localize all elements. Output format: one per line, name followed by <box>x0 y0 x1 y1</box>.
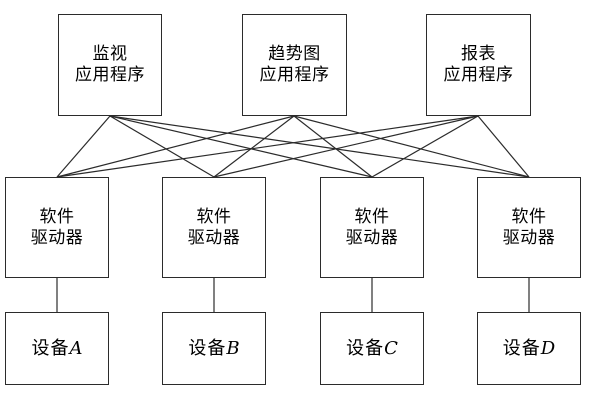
link-app-trend-anchor-to-driver-d-anchor <box>293 115 530 178</box>
device-c-label: 设备C <box>346 338 398 360</box>
link-app-monitor-anchor-to-driver-d-anchor <box>109 115 530 178</box>
driver-b-line2: 驱动器 <box>187 227 241 248</box>
driver-d-line1: 软件 <box>511 206 547 227</box>
app-box-monitor[interactable]: 监视 应用程序 <box>58 14 162 116</box>
driver-d-line2: 驱动器 <box>502 227 556 248</box>
link-app-trend-anchor-to-driver-a-anchor <box>56 115 295 178</box>
driver-box-b[interactable]: 软件 驱动器 <box>162 177 266 278</box>
device-d-text: 设备 <box>502 337 541 359</box>
app-driver-link-group <box>56 115 530 178</box>
device-a-label: 设备A <box>32 338 83 360</box>
driver-device-link-group <box>56 278 530 312</box>
link-app-monitor-anchor-to-driver-a-anchor <box>56 115 111 178</box>
device-a-id: A <box>69 337 83 359</box>
link-app-trend-anchor-to-driver-b-anchor <box>213 115 295 178</box>
driver-c-line2: 驱动器 <box>345 227 399 248</box>
device-box-b[interactable]: 设备B <box>162 312 266 385</box>
driver-box-d[interactable]: 软件 驱动器 <box>477 177 581 278</box>
device-b-text: 设备 <box>188 337 227 359</box>
device-b-label: 设备B <box>188 338 239 360</box>
device-c-id: C <box>384 337 398 359</box>
device-b-id: B <box>226 337 240 359</box>
driver-c-line1: 软件 <box>354 206 390 227</box>
app-monitor-line2: 应用程序 <box>75 65 145 85</box>
link-app-monitor-anchor-to-driver-c-anchor <box>109 115 373 178</box>
link-app-report-anchor-to-driver-b-anchor <box>213 115 479 178</box>
app-report-line1: 报表 <box>461 44 496 65</box>
device-box-d[interactable]: 设备D <box>477 312 581 385</box>
device-d-id: D <box>540 337 556 359</box>
link-app-report-anchor-to-driver-a-anchor <box>56 115 479 178</box>
driver-b-line1: 软件 <box>196 206 232 227</box>
driver-a-line2: 驱动器 <box>30 227 84 248</box>
device-d-label: 设备D <box>503 338 555 360</box>
app-box-trend[interactable]: 趋势图 应用程序 <box>242 14 347 116</box>
link-app-report-anchor-to-driver-d-anchor <box>477 115 530 178</box>
app-trend-line2: 应用程序 <box>259 65 330 85</box>
device-box-c[interactable]: 设备C <box>320 312 424 385</box>
link-app-monitor-anchor-to-driver-b-anchor <box>109 115 215 178</box>
device-box-a[interactable]: 设备A <box>5 312 109 385</box>
driver-box-a[interactable]: 软件 驱动器 <box>5 177 109 278</box>
link-app-report-anchor-to-driver-c-anchor <box>371 115 479 178</box>
app-monitor-line1: 监视 <box>92 44 128 65</box>
app-trend-line1: 趋势图 <box>268 44 321 65</box>
device-c-text: 设备 <box>346 337 385 359</box>
app-box-report[interactable]: 报表 应用程序 <box>426 14 531 116</box>
driver-a-line1: 软件 <box>39 206 75 227</box>
link-app-trend-anchor-to-driver-c-anchor <box>293 115 373 178</box>
app-report-line2: 应用程序 <box>443 65 514 85</box>
driver-box-c[interactable]: 软件 驱动器 <box>320 177 424 278</box>
device-a-text: 设备 <box>31 337 70 359</box>
